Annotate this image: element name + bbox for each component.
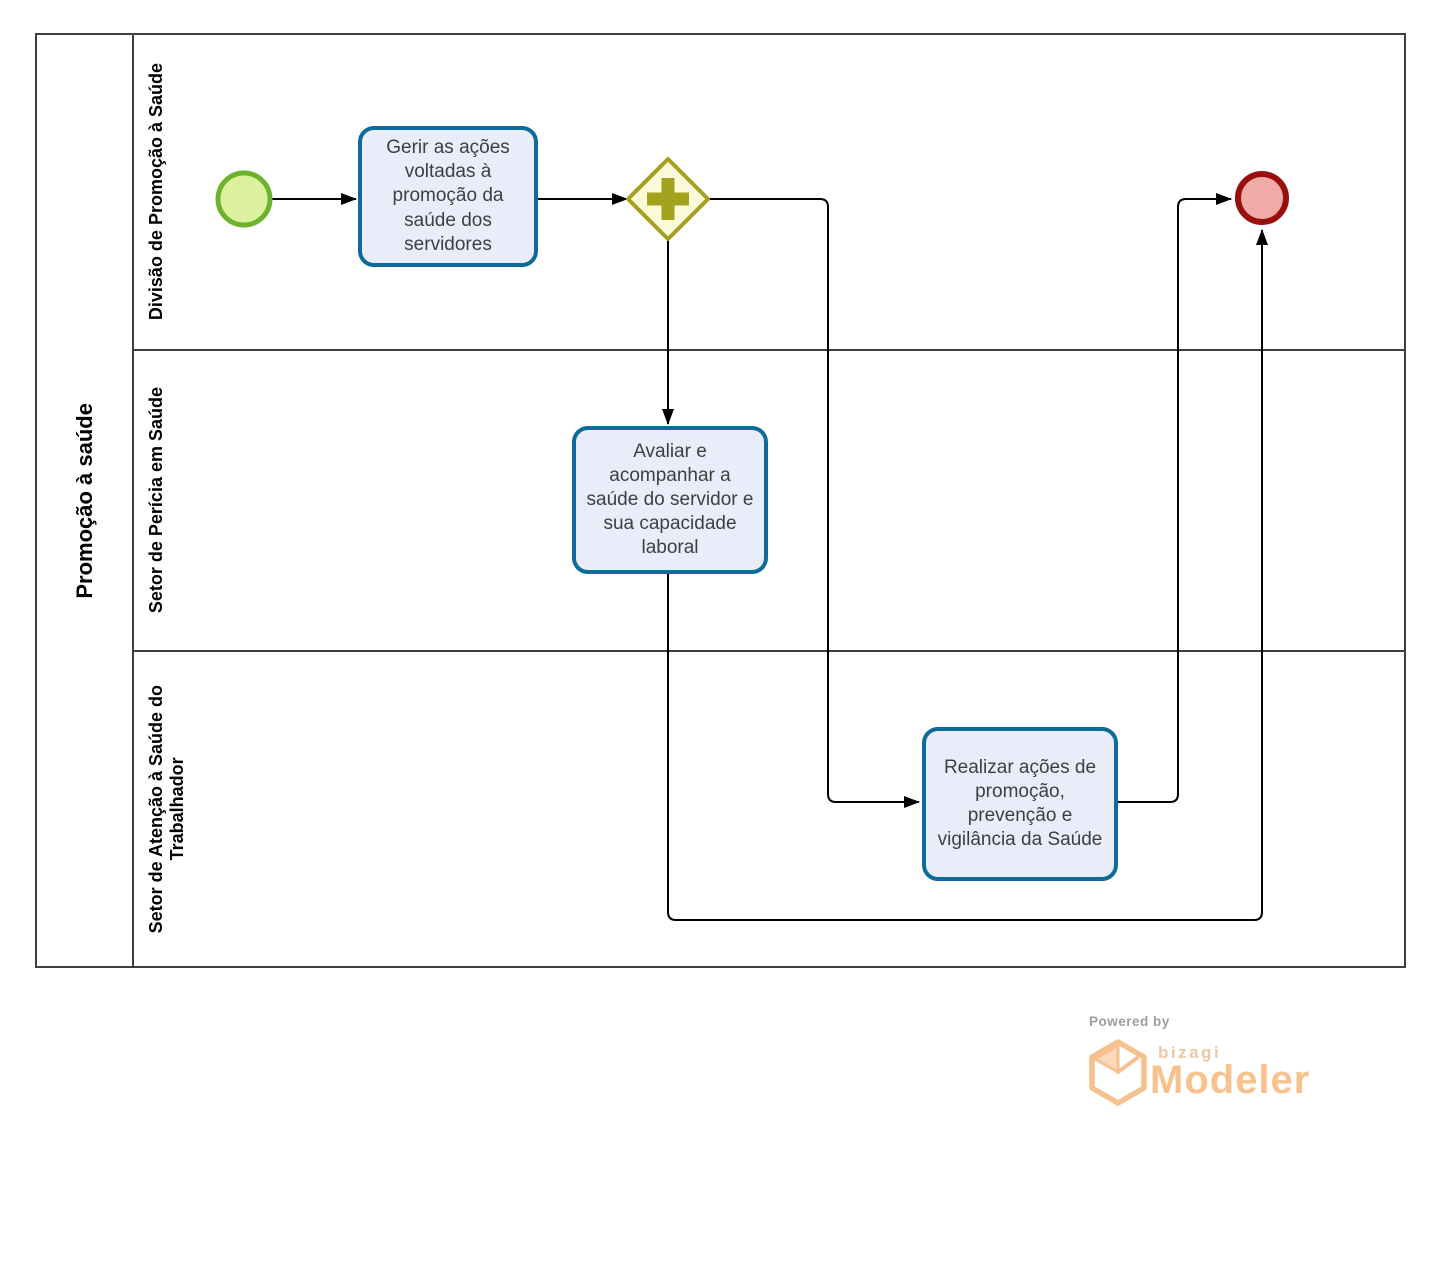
flow-gateway-to-task3 bbox=[708, 198, 920, 808]
task-gerir-acoes: Gerir as ações voltadas à promoção da sa… bbox=[358, 126, 538, 267]
bizagi-wordmark: bizagi bbox=[1158, 1043, 1222, 1062]
bizagi-box-icon bbox=[1089, 1039, 1147, 1106]
task-realizar-acoes: Realizar ações de promoção, prevenção e … bbox=[922, 727, 1118, 881]
flow-task2-to-end bbox=[667, 229, 1268, 921]
flow-task3-to-end bbox=[1118, 193, 1232, 803]
task-label: Realizar ações de promoção, prevenção e … bbox=[937, 756, 1103, 851]
start-event-circle bbox=[215, 170, 273, 228]
pool-title-strip: Promoção à saúde bbox=[37, 35, 134, 966]
lane-divisao-de-promocao-a-saude: Divisão de Promoção à Saúde bbox=[134, 35, 1404, 351]
powered-by-label: Powered by bbox=[1089, 1014, 1170, 1029]
parallel-gateway-plus-icon bbox=[647, 178, 689, 220]
modeler-wordmark: Modeler bbox=[1150, 1058, 1311, 1102]
task-avaliar-acompanhar: Avaliar e acompanhar a saúde do servidor… bbox=[572, 426, 768, 574]
lane-container: Divisão de Promoção à Saúde Setor de Per… bbox=[134, 35, 1404, 966]
task-label: Avaliar e acompanhar a saúde do servidor… bbox=[586, 440, 754, 559]
task-label: Gerir as ações voltadas à promoção da sa… bbox=[386, 137, 510, 255]
lane-setor-de-pericia-em-saude: Setor de Perícia em Saúde bbox=[134, 351, 1404, 652]
end-event-circle bbox=[1235, 171, 1289, 225]
